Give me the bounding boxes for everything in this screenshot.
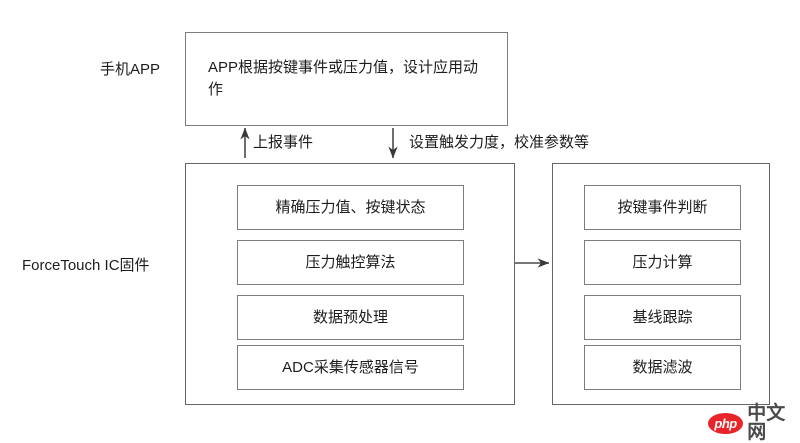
node-data-preprocessing[interactable]: 数据预处理 [237, 295, 464, 340]
node-adc-sensor-signal[interactable]: ADC采集传感器信号 [237, 345, 464, 390]
app-action-box[interactable]: APP根据按键事件或压力值，设计应用动作 [185, 32, 508, 126]
watermark: php 中文网 [708, 404, 800, 442]
php-logo-icon: php [708, 412, 744, 434]
connector-label-set-params: 设置触发力度，校准参数等 [409, 134, 590, 151]
layer-label-firmware: ForceTouch IC固件 [22, 257, 150, 274]
node-key-event-decision[interactable]: 按键事件判断 [584, 185, 741, 230]
connector-label-report-event: 上报事件 [253, 134, 314, 151]
node-precise-pressure-key-state[interactable]: 精确压力值、按键状态 [237, 185, 464, 230]
node-data-filtering[interactable]: 数据滤波 [584, 345, 741, 390]
watermark-site-text: 中文网 [747, 403, 786, 443]
node-baseline-tracking[interactable]: 基线跟踪 [584, 295, 741, 340]
layer-label-app: 手机APP [100, 61, 161, 78]
diagram-canvas: 手机APP ForceTouch IC固件 APP根据按键事件或压力值，设计应用… [22, 32, 785, 442]
node-pressure-calculation[interactable]: 压力计算 [584, 240, 741, 285]
node-pressure-touch-algorithm[interactable]: 压力触控算法 [237, 240, 464, 285]
